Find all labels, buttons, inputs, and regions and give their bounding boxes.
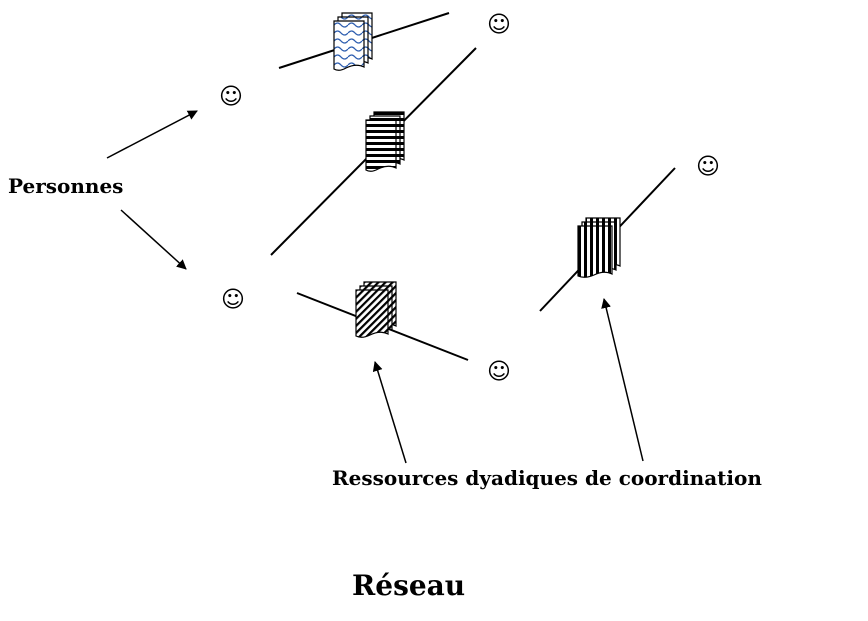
person-icon: ☺ <box>219 84 243 110</box>
resource-horizontal-stripes-icon <box>365 111 405 172</box>
resource-vertical-stripes-icon <box>577 217 621 278</box>
arrow-resource-right <box>601 298 644 462</box>
resource-waves-icon <box>333 12 373 71</box>
persons-label: Personnes <box>8 174 124 198</box>
arrow-persons-top <box>106 110 198 159</box>
arrow-persons-bottom <box>120 209 187 270</box>
arrow-resource-left <box>372 361 407 464</box>
network-title: Réseau <box>352 569 466 602</box>
resources-label: Ressources dyadiques de coordination <box>332 466 762 490</box>
person-icon: ☺ <box>696 154 720 180</box>
person-icon: ☺ <box>221 287 245 313</box>
person-icon: ☺ <box>487 359 511 385</box>
resource-diagonal-hatch-icon <box>355 281 397 338</box>
person-icon: ☺ <box>487 12 511 38</box>
